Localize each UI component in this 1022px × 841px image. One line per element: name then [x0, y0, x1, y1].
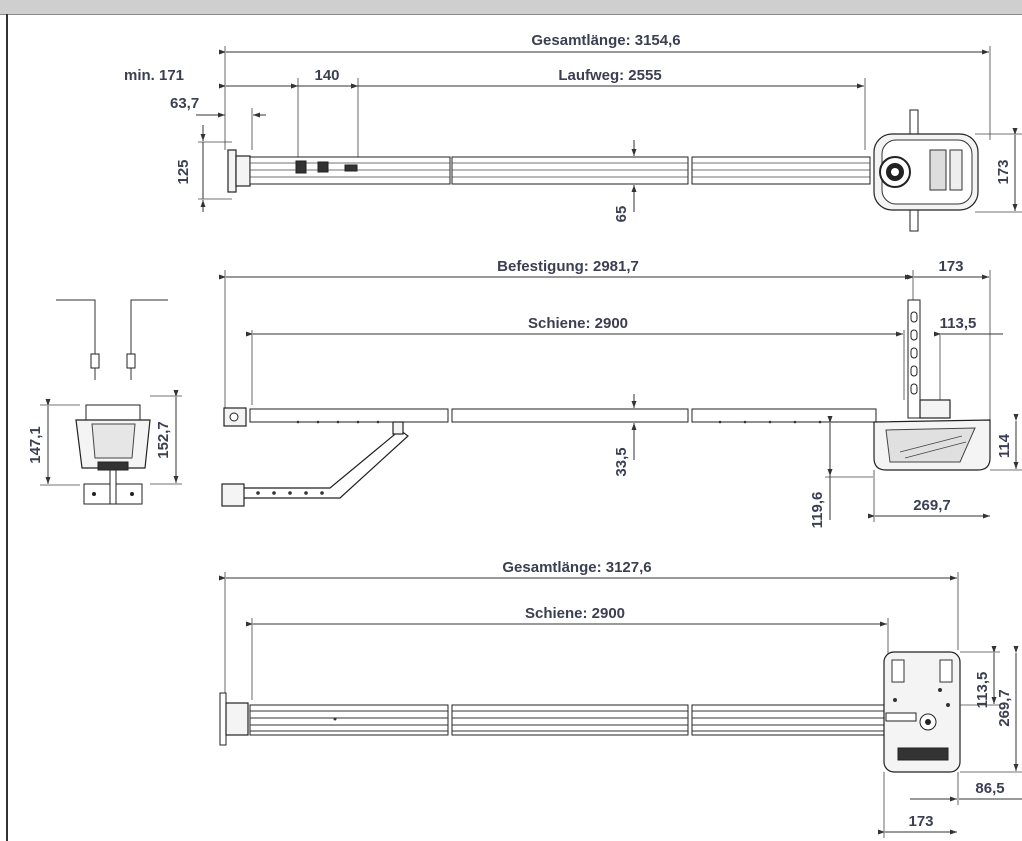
dim-befestigung: Befestigung: 2981,7 — [497, 258, 639, 275]
dim-152-7: 152,7 — [155, 421, 172, 459]
bottom-view: Gesamtlänge: 3127,6 Schiene: 2900 — [219, 559, 1022, 838]
dim-125: 125 — [175, 159, 192, 184]
dim-86-5: 86,5 — [975, 780, 1004, 797]
dim-schiene-bottom: Schiene: 2900 — [525, 605, 625, 622]
dim-65: 65 — [613, 206, 630, 223]
dim-63-7: 63,7 — [170, 95, 199, 112]
dim-173-bottom: 173 — [908, 813, 933, 830]
window-title-bar — [0, 0, 1022, 15]
drawing-frame — [6, 14, 1022, 841]
dim-gesamtlaenge-top: Gesamtlänge: 3154,6 — [531, 32, 680, 49]
dim-173-top: 173 — [995, 159, 1012, 184]
dim-140: 140 — [314, 67, 339, 84]
dim-147-1: 147,1 — [27, 426, 44, 464]
dim-113-5-bottom: 113,5 — [974, 672, 991, 709]
dim-113-5-middle: 113,5 — [940, 315, 977, 332]
side-view: 147,1 152,7 — [27, 299, 182, 505]
dim-119-6: 119,6 — [809, 492, 826, 529]
dim-schiene-middle: Schiene: 2900 — [528, 315, 628, 332]
dim-114: 114 — [996, 433, 1013, 458]
dim-laufweg: Laufweg: 2555 — [558, 67, 661, 84]
dim-min-171: min. 171 — [124, 67, 184, 84]
dim-269-7-bottom: 269,7 — [996, 689, 1013, 727]
dim-33-5: 33,5 — [613, 447, 630, 476]
middle-view: Befestigung: 2981,7 173 Schiene: 2900 11… — [27, 258, 1022, 528]
dim-269-7-middle: 269,7 — [913, 497, 951, 514]
dim-gesamtlaenge-bottom: Gesamtlänge: 3127,6 — [502, 559, 651, 576]
top-view: Gesamtlänge: 3154,6 min. 171 140 Laufweg… — [124, 32, 1022, 232]
dim-173-middle: 173 — [938, 258, 963, 275]
